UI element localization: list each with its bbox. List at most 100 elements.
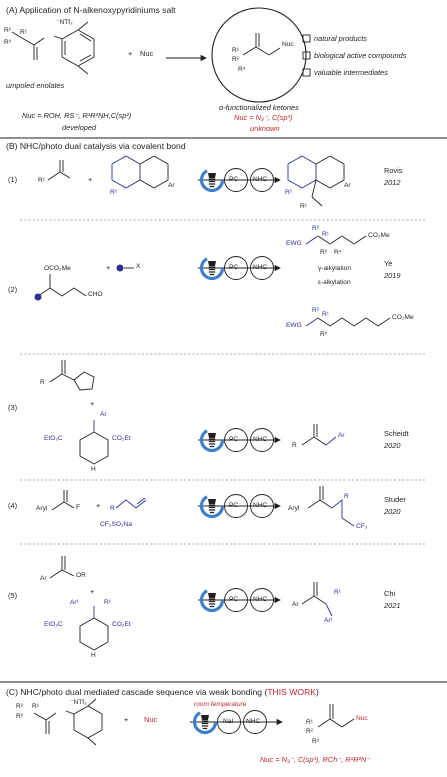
- ketone-product-c: [317, 704, 355, 728]
- checkbox-icon: [302, 34, 311, 43]
- product-1: [287, 155, 345, 207]
- entry-number: (1): [8, 175, 18, 184]
- product-r1: R¹: [306, 719, 313, 726]
- r4-label: R⁴: [334, 249, 342, 256]
- epsilon-product-2: [305, 317, 391, 327]
- author-name: Rovis: [384, 166, 403, 175]
- nhc-cycle-icon: [243, 710, 267, 734]
- product-r1: R¹: [232, 47, 239, 54]
- product-r3: R³: [238, 66, 245, 73]
- pc-cycle-icon: [224, 588, 248, 612]
- developed-label: developed: [62, 123, 97, 132]
- r2-label: R²: [110, 189, 117, 196]
- substituent-label: OCO₂Me: [44, 265, 71, 272]
- r1-label: R¹: [300, 203, 307, 210]
- enol-chain-c: [33, 712, 57, 734]
- nhc-label: NHC: [253, 436, 268, 443]
- tetrahydroisoquinoline-1: [111, 155, 169, 189]
- product-circle: [211, 7, 307, 103]
- pc-cycle-icon: [224, 256, 248, 280]
- developed-nuc-list: Nuc = ROH, RS⁻, R¹R²NH,C(sp²): [22, 111, 132, 120]
- nhc-cycle-icon: [250, 428, 274, 452]
- cho-label: CHO: [88, 291, 103, 298]
- pc-cycle-icon: [224, 168, 248, 192]
- reactant-caption: umpoled enolates: [6, 81, 65, 90]
- unknown-label: unknown: [250, 124, 280, 133]
- author-year: 2012: [384, 178, 401, 187]
- nhc-cycle-icon: [250, 494, 274, 518]
- entry-number: (2): [8, 285, 18, 294]
- pc-label: PC: [229, 596, 239, 603]
- plus-sign: +: [88, 175, 93, 184]
- r3-label: R³: [4, 39, 11, 46]
- plus-sign: +: [128, 49, 133, 58]
- ester-label: EtO₂C: [44, 435, 63, 442]
- product-nuc-label: Nuc: [356, 715, 368, 722]
- r3-label: R³: [16, 713, 23, 720]
- use-item: biological active compounds: [314, 51, 407, 60]
- ewg-label: EWG: [286, 240, 302, 247]
- ester-label: CO₂Me: [368, 232, 390, 239]
- r1-label: R¹: [322, 231, 329, 238]
- nuc-scope: Nuc = N₃⁻, C(sp³), RCh⁻, R¹R²N⁻: [260, 755, 371, 764]
- r1-label: R¹: [104, 599, 111, 606]
- unknown-nuc-list: Nuc = N₃⁻, C(sp³): [234, 113, 293, 122]
- author-name: Ye: [384, 259, 393, 268]
- this-work-tag: THIS WORK: [267, 687, 317, 697]
- nhc-label: NHC: [253, 596, 268, 603]
- pc-label: PC: [229, 176, 239, 183]
- nhc-label: NHC: [253, 502, 268, 509]
- product-5: [301, 582, 333, 617]
- acyl-imidazole-3: [49, 360, 95, 391]
- pyridinium-ring-a: [53, 21, 95, 75]
- nuc-reagent: Nuc: [140, 49, 154, 58]
- or-label: OR: [76, 572, 86, 579]
- nai-label: NaI: [223, 718, 234, 725]
- author-year: 2021: [384, 601, 401, 610]
- r-label: R: [292, 442, 297, 449]
- nh-label: H: [91, 652, 96, 659]
- epsilon-label: ε-alkylation: [318, 279, 351, 286]
- product-4: [307, 486, 355, 527]
- product-nuc-label: Nuc: [282, 41, 294, 48]
- ar-label: Ar: [344, 182, 351, 189]
- r1-label: R¹: [322, 311, 329, 318]
- ester-label: CO₂Me: [392, 314, 414, 321]
- r-label: R: [40, 379, 45, 386]
- use-item: valuable intermediates: [314, 68, 388, 77]
- checkbox-icon: [302, 51, 311, 60]
- use-item: natural products: [314, 34, 367, 43]
- counterion-label: ⁻NTf₂: [56, 19, 73, 26]
- ewg-label: EWG: [286, 322, 302, 329]
- nhc-cycle-icon: [250, 256, 274, 280]
- r2-label: R²: [4, 27, 11, 34]
- r1-label: R¹: [32, 703, 39, 710]
- plus-sign: +: [106, 263, 111, 272]
- entry-number: (5): [8, 591, 18, 600]
- product-r2: R²: [232, 56, 239, 63]
- f-label: F: [76, 504, 81, 511]
- pyridinium-ring-c: [65, 698, 103, 746]
- ar-label: Ar: [40, 575, 47, 582]
- ar-label: Ar: [292, 601, 299, 608]
- author-year: 2019: [384, 271, 401, 280]
- author-name: Scheidt: [384, 429, 409, 438]
- nhc-label: NHC: [246, 718, 261, 725]
- r-label: R: [344, 493, 349, 500]
- section-a-title: (A) Application of N-alkenoxypyridiniums…: [6, 5, 176, 15]
- ester-label: CO₂Et: [112, 621, 131, 628]
- ester-label: EtO₂C: [44, 621, 63, 628]
- counterion-label: ⁻NTf₂: [70, 699, 87, 706]
- ar1-label: Ar¹: [70, 599, 79, 606]
- author-year: 2020: [384, 507, 401, 516]
- section-b-title: (B) NHC/photo dual catalysis via covalen…: [6, 141, 186, 151]
- r2-label: R²: [312, 307, 319, 314]
- plus-sign: +: [90, 399, 95, 408]
- cf3-label: CF₃: [356, 523, 368, 530]
- pc-label: PC: [229, 436, 239, 443]
- plus-sign: +: [124, 715, 129, 724]
- hantzsch-ester-5: [79, 606, 109, 651]
- r2-label: R²: [16, 703, 23, 710]
- x-label: X: [136, 263, 141, 270]
- author-year: 2020: [384, 441, 401, 450]
